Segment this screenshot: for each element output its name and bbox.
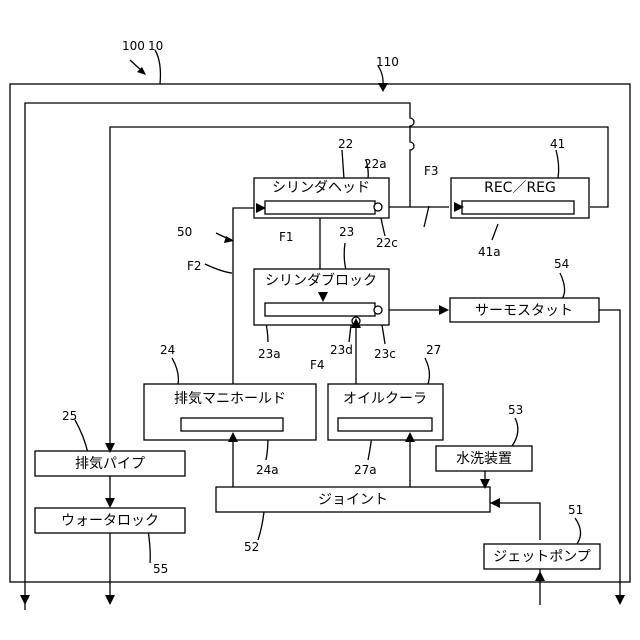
leader-41 xyxy=(556,150,559,178)
thermostat-label: サーモスタット xyxy=(475,303,573,319)
joint-label: ジョイント xyxy=(318,492,388,508)
ref-110: 110 xyxy=(376,55,399,69)
ref-F3: F3 xyxy=(424,164,439,178)
exhaust-pipe-label: 排気パイプ xyxy=(75,456,145,472)
ref-22: 22 xyxy=(338,137,353,151)
rec-reg-jacket xyxy=(462,201,574,214)
ref-100: 100 xyxy=(122,39,145,53)
cylinder-head-label: シリンダヘッド xyxy=(272,180,370,196)
ref-27a: 27a xyxy=(354,463,377,477)
water-lock-label: ウォータロック xyxy=(61,513,159,529)
exhaust-manifold-label: 排気マニホールド xyxy=(174,391,286,407)
arrowhead-110 xyxy=(378,83,388,92)
rec-reg-label: REC／REG xyxy=(484,180,556,196)
ref-27: 27 xyxy=(426,343,441,357)
ref-50: 50 xyxy=(177,225,192,239)
leader-22c xyxy=(381,218,385,236)
arrowhead-into-lock xyxy=(105,498,115,508)
port-23c xyxy=(374,306,382,314)
flow-line-F2 xyxy=(233,208,256,384)
flow-line-thermostat-out xyxy=(599,310,620,596)
leader-23 xyxy=(344,243,346,270)
leader-23d xyxy=(349,325,351,342)
ref-23a: 23a xyxy=(258,347,281,361)
leader-55 xyxy=(148,530,150,563)
arrowhead-into-jetpump xyxy=(535,571,545,581)
ref-22a: 22a xyxy=(364,157,387,171)
ref-10: 10 xyxy=(148,39,163,53)
ref-51: 51 xyxy=(568,503,583,517)
leader-25 xyxy=(75,420,88,453)
leader-51 xyxy=(575,518,581,544)
cylinder-head-jacket xyxy=(265,201,375,214)
leader-54 xyxy=(560,273,565,299)
jet-pump-label: ジェットポンプ xyxy=(493,549,591,565)
ref-41a: 41a xyxy=(478,245,501,259)
arrowhead-into-thermostat xyxy=(439,305,449,315)
ref-F4: F4 xyxy=(310,358,325,372)
ref-52: 52 xyxy=(244,540,259,554)
leader-53 xyxy=(512,418,518,446)
oil-cooler-label: オイルクーラ xyxy=(343,391,427,407)
ref-24: 24 xyxy=(160,343,175,357)
leader-22 xyxy=(342,150,344,179)
arrowhead-out-left xyxy=(20,595,30,605)
ref-F1: F1 xyxy=(279,230,294,244)
oil-cooler-jacket xyxy=(338,418,432,431)
arrowhead-out-thermostat xyxy=(615,595,625,605)
flow-line-jetpump-joint xyxy=(490,503,540,540)
ref-F2: F2 xyxy=(187,259,202,273)
leader-10 xyxy=(155,50,160,84)
ref-25: 25 xyxy=(62,409,77,423)
leader-F3 xyxy=(424,206,429,227)
ref-54: 54 xyxy=(554,257,569,271)
ref-41: 41 xyxy=(550,137,565,151)
ref-22c: 22c xyxy=(376,236,398,250)
arrowhead-into-joint xyxy=(490,498,500,508)
port-22c xyxy=(374,203,382,211)
ref-23d: 23d xyxy=(330,343,353,357)
ref-24a: 24a xyxy=(256,463,279,477)
cylinder-block-label: シリンダブロック xyxy=(265,272,377,289)
leader-24 xyxy=(172,358,178,384)
ref-23: 23 xyxy=(339,225,354,239)
water-flush-label: 水洗装置 xyxy=(456,451,512,467)
leader-52 xyxy=(258,512,264,540)
ref-23c: 23c xyxy=(374,347,396,361)
cylinder-block-jacket xyxy=(265,303,375,316)
leader-F2 xyxy=(205,264,232,273)
leader-27 xyxy=(425,358,429,384)
arrowhead-out-lock xyxy=(105,595,115,605)
leader-41a xyxy=(492,224,498,240)
ref-53: 53 xyxy=(508,403,523,417)
exhaust-manifold-jacket xyxy=(181,418,283,431)
ref-55: 55 xyxy=(153,562,168,576)
